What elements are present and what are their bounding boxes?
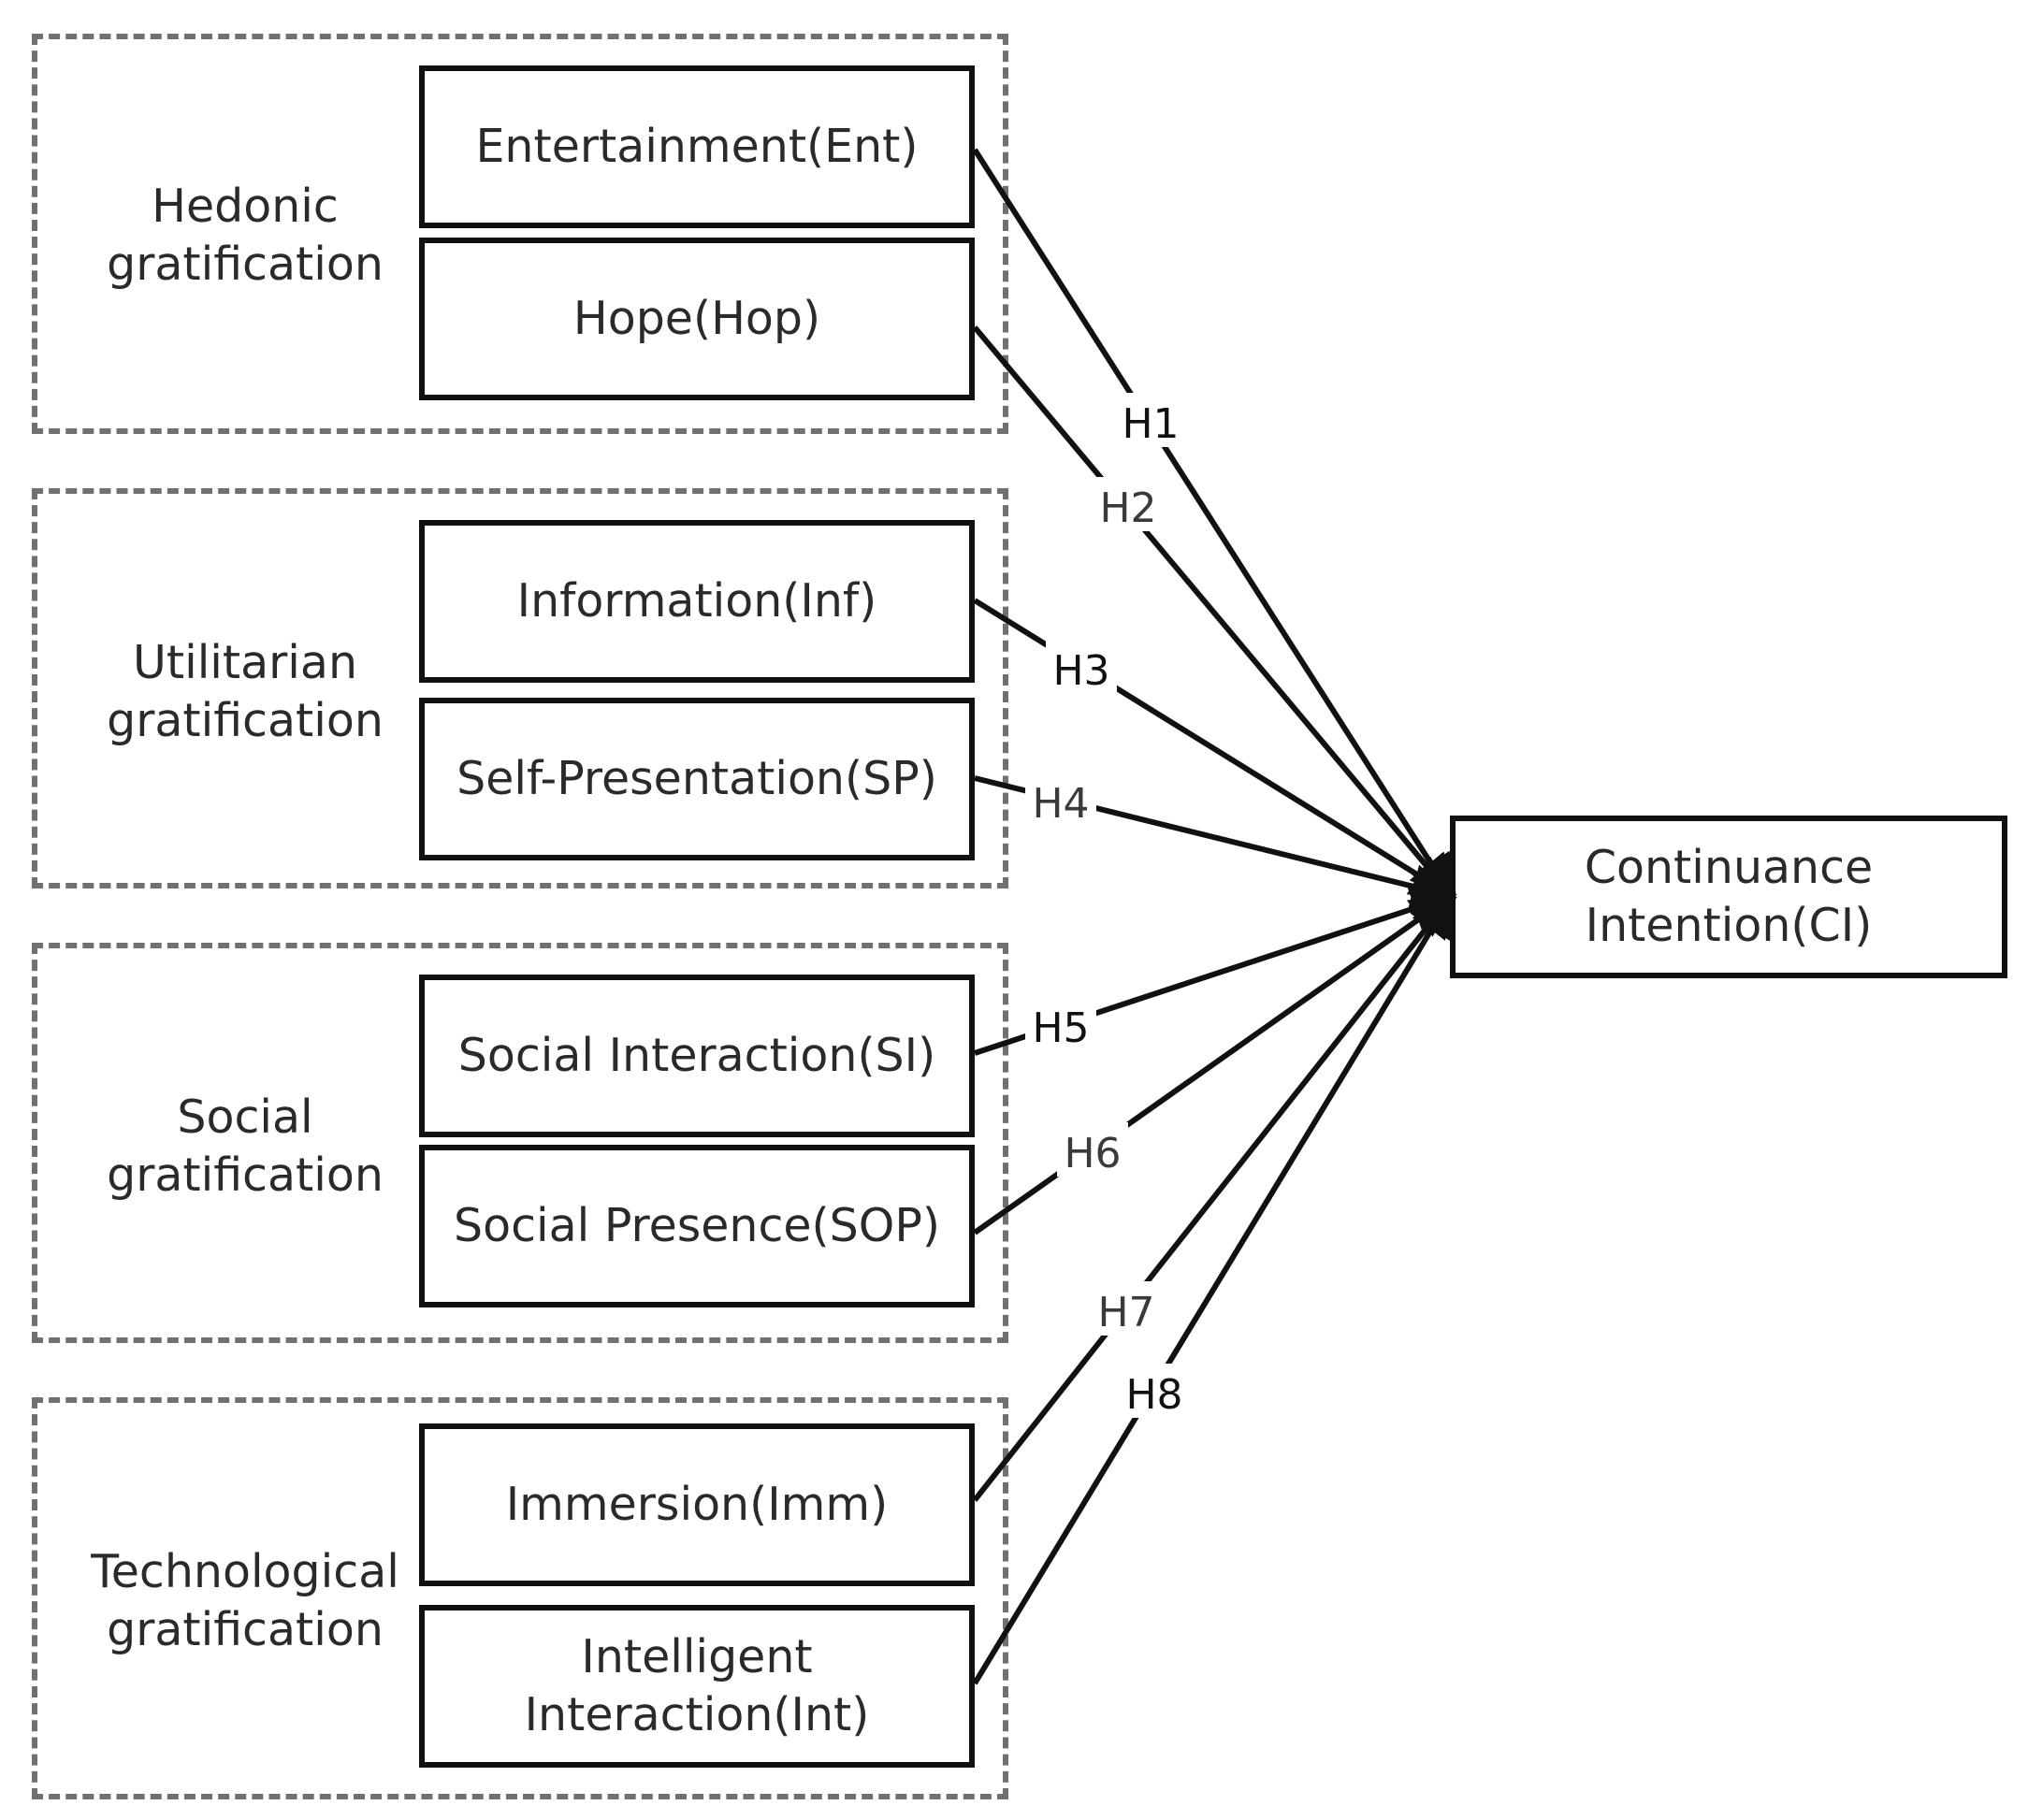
label-h2: H2 (1099, 484, 1156, 532)
group-label-utilitarian: Utilitarian gratification (107, 636, 384, 747)
construct-immersion: Immersion(Imm) (419, 1423, 975, 1586)
label-h8: H8 (1125, 1371, 1182, 1419)
outcome-continuance-intention: Continuance Intention(CI) (1450, 816, 2007, 978)
label-h5: H5 (1032, 1004, 1089, 1052)
construct-social-interaction: Social Interaction(SI) (419, 975, 975, 1137)
arrow-h7 (972, 891, 1456, 1502)
arrow-h2 (972, 325, 1456, 901)
arrow-h1 (972, 148, 1456, 902)
group-label-hedonic: Hedonic gratification (107, 180, 384, 291)
arrow-h8 (972, 890, 1456, 1685)
label-h6: H6 (1064, 1130, 1121, 1177)
construct-hope-label: Hope(Hop) (572, 292, 821, 345)
label-h1: H1 (1122, 400, 1179, 448)
arrow-h6 (973, 892, 1456, 1235)
group-utilitarian (32, 488, 1008, 888)
group-label-social: Social gratification (107, 1091, 384, 1202)
outcome-continuance-intention-label: Continuance Intention(CI) (1584, 841, 1874, 952)
construct-immersion-label: Immersion(Imm) (505, 1478, 889, 1531)
label-h3: H3 (1052, 647, 1109, 695)
construct-information-label: Information(Inf) (516, 574, 877, 628)
construct-intelligent-interaction-label: Intelligent Interaction(Int) (524, 1630, 870, 1741)
construct-social-presence: Social Presence(SOP) (419, 1145, 975, 1307)
construct-intelligent-interaction: Intelligent Interaction(Int) (419, 1605, 975, 1768)
group-technological (32, 1397, 1008, 1799)
construct-entertainment-label: Entertainment(Ent) (475, 120, 919, 173)
construct-social-presence-label: Social Presence(SOP) (453, 1199, 941, 1252)
construct-information: Information(Inf) (419, 520, 975, 683)
group-social (32, 943, 1008, 1343)
construct-self-presentation-label: Self-Presentation(SP) (456, 752, 937, 805)
construct-hope: Hope(Hop) (419, 238, 975, 400)
label-h7: H7 (1097, 1289, 1154, 1336)
construct-entertainment: Entertainment(Ent) (419, 65, 975, 228)
label-h4: H4 (1032, 780, 1089, 828)
group-hedonic (32, 34, 1008, 434)
construct-social-interaction-label: Social Interaction(SI) (457, 1029, 936, 1082)
construct-self-presentation: Self-Presentation(SP) (419, 698, 975, 860)
group-label-technological: Technological gratification (91, 1545, 399, 1656)
